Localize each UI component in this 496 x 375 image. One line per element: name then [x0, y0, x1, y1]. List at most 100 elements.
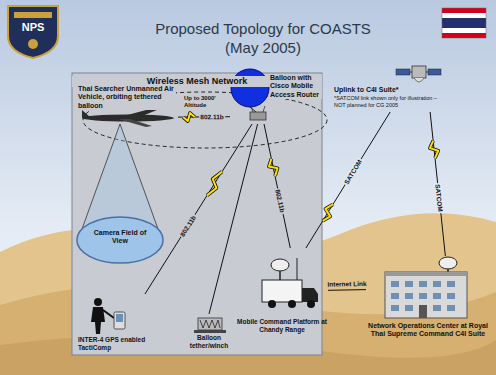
logo-text: NPS	[14, 21, 52, 34]
router-icon-part	[251, 106, 253, 112]
router-icon-part	[250, 112, 266, 120]
nps-logo-part	[14, 12, 52, 18]
noc-building-part	[385, 272, 467, 318]
connector-line	[209, 124, 258, 314]
mesh-region: Wireless Mesh NetworkThai Searcher Unman…	[72, 73, 322, 355]
noc-building-part-part	[433, 305, 441, 311]
wireless-link	[178, 113, 230, 121]
satellite-icon-part	[428, 69, 441, 75]
truck-icon-part	[302, 288, 318, 302]
noc-building	[385, 257, 467, 318]
node-label: Network Operations Center at Royal Thai …	[366, 322, 490, 339]
lightning-outline	[430, 141, 438, 158]
noc-building-part-part	[419, 281, 427, 287]
truck-icon-part	[307, 300, 315, 308]
soldier-icon	[91, 298, 114, 334]
wireless-link	[264, 124, 290, 248]
noc-building-part-part	[391, 293, 399, 299]
lightning-bolt	[207, 172, 222, 196]
balloon-part	[250, 107, 256, 112]
node-label: Balloon with Cisco Mobile Access Router	[270, 74, 322, 99]
node-label: Mobile Command Platform at Chandy Range	[236, 318, 328, 334]
router-icon	[250, 106, 266, 120]
connector-line	[264, 124, 290, 248]
nps-logo-part	[28, 39, 38, 49]
noc-building-part	[419, 305, 427, 318]
truck-icon-part	[262, 280, 302, 302]
winch-icon-part	[194, 330, 226, 333]
uav-node: Thai Searcher Unmanned Air Vehicle, orbi…	[78, 84, 178, 130]
noc-building-part-part	[447, 293, 455, 299]
lightning-bolt	[183, 113, 194, 121]
lightning-bolt	[269, 159, 278, 176]
thai-flag-part	[442, 13, 486, 18]
tacticomp-device	[114, 312, 125, 329]
noc-building-part-part	[447, 281, 455, 287]
noc-building-part-part	[391, 305, 399, 311]
truck-icon-part	[297, 258, 298, 280]
uav-plane-part	[118, 119, 152, 127]
mesh-panel-part	[72, 73, 322, 355]
command-truck-node: Mobile Command Platform at Chandy Range	[236, 248, 328, 342]
wired-link	[209, 124, 258, 314]
wireless-link	[306, 112, 390, 248]
soldier-icon-part	[94, 298, 102, 306]
node-label: INTER-4 GPS enabled TactiComp	[78, 336, 150, 352]
node-label: Thai Searcher Unmanned Air Vehicle, orbi…	[78, 85, 176, 110]
balloon-part	[231, 69, 269, 107]
lightning-bolt	[430, 141, 438, 158]
truck-icon-part	[271, 259, 289, 271]
satellite-icon-part	[412, 66, 426, 78]
satellite-icon	[396, 66, 441, 82]
connector-line	[430, 112, 445, 256]
noc-building-part-part	[405, 293, 413, 299]
noc-building-part-part	[433, 281, 441, 287]
thai-flag	[442, 8, 486, 38]
thai-flag-part	[442, 18, 486, 28]
noc-building-part-part	[405, 305, 413, 311]
uav-plane-part	[82, 110, 90, 118]
nps-logo-part	[8, 6, 58, 58]
noc-building-part-part	[447, 305, 455, 311]
node-label: Uplink to C4I Suite*	[334, 86, 442, 94]
diagram-title: Proposed Topology for COASTS (May 2005)	[147, 20, 379, 58]
truck-icon	[262, 258, 318, 308]
link-label: Internet Link	[326, 280, 367, 288]
noc-building-part	[385, 272, 467, 276]
thai-flag-part	[442, 8, 486, 38]
nps-logo	[8, 6, 58, 58]
connector-line	[328, 289, 366, 291]
camera-view-ellipse: Camera Field of View	[76, 216, 164, 264]
lightning-outline	[183, 113, 194, 121]
noc-building-part-part	[391, 281, 399, 287]
tacticomp-device-part	[116, 314, 123, 322]
satellite-icon-part	[410, 72, 412, 73]
wired-link	[328, 289, 366, 291]
connector-line	[306, 112, 390, 248]
link-label: 802.11b	[200, 113, 226, 121]
thai-flag-part	[442, 28, 486, 33]
winch-icon-part	[198, 318, 222, 330]
satellite-node: Uplink to C4I Suite**SATCOM link shown o…	[334, 56, 442, 112]
uav-plane	[82, 109, 174, 127]
noc-node: Network Operations Center at Royal Thai …	[366, 256, 490, 352]
lightning-outline	[269, 159, 278, 176]
noc-building-part-part	[419, 293, 427, 299]
tacticomp-node: INTER-4 GPS enabled TactiComp	[78, 294, 150, 354]
winch-icon-part	[200, 320, 220, 328]
truck-icon-part	[268, 300, 276, 308]
router-icon-part	[263, 106, 265, 112]
node-label: Camera Field of View	[90, 229, 150, 246]
lightning-outline	[323, 204, 333, 220]
uav-plane-part	[116, 109, 157, 120]
noc-building-part-part	[405, 281, 413, 287]
winch-node: Balloon tether/winch	[182, 314, 236, 354]
noc-building-part-part	[433, 293, 441, 299]
lightning-bolt	[323, 204, 333, 220]
lightning-outline	[207, 172, 222, 196]
thai-flag-part	[442, 8, 486, 13]
tacticomp-device-part	[114, 312, 125, 329]
